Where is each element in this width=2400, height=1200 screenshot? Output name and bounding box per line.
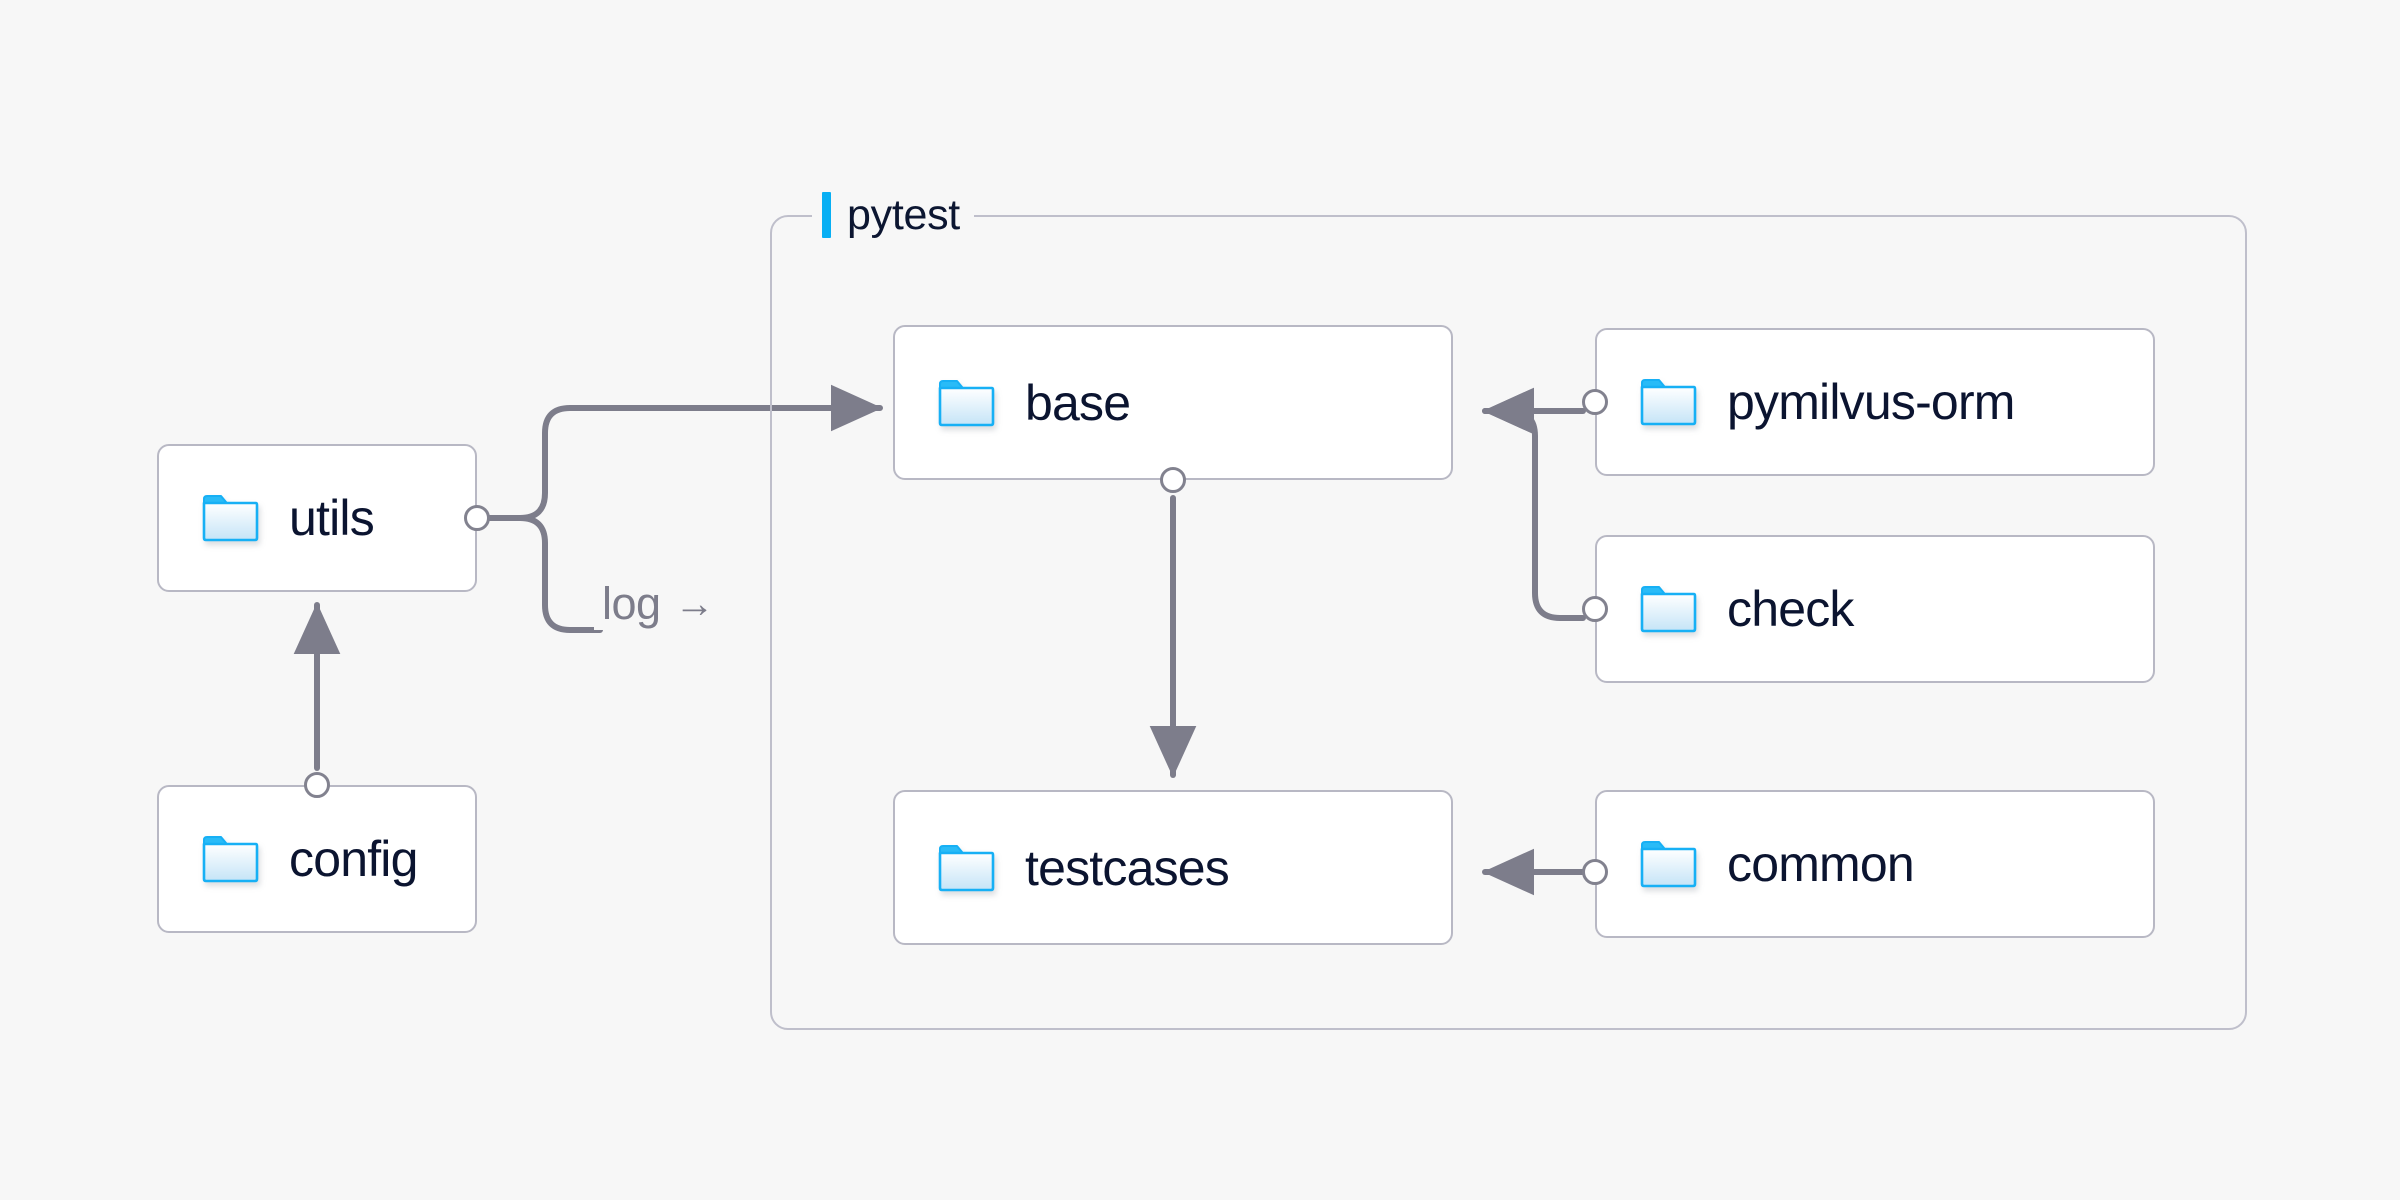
group-pytest[interactable] [770,215,2247,1030]
node-common-label: common [1727,836,1915,892]
node-check[interactable]: check [1595,535,2155,683]
edge-label-log[interactable]: log → [594,578,723,630]
port-check-left[interactable] [1582,596,1608,622]
folder-icon [1640,841,1697,888]
node-utils-label: utils [289,490,375,546]
node-config-label: config [289,831,418,887]
port-pymilvus-orm-left[interactable] [1582,389,1608,415]
node-testcases-label: testcases [1025,839,1230,896]
node-base-label: base [1025,374,1131,431]
port-base-bottom[interactable] [1160,467,1186,493]
port-config-top[interactable] [304,772,330,798]
node-config[interactable]: config [157,785,477,933]
group-pytest-label[interactable]: pytest [812,188,974,242]
port-common-left[interactable] [1582,859,1608,885]
node-check-label: check [1727,581,1854,637]
folder-icon [1640,379,1697,426]
group-accent-bar [822,192,831,238]
node-testcases[interactable]: testcases [893,790,1453,945]
node-pymilvus-orm-label: pymilvus-orm [1727,374,2015,430]
node-utils[interactable]: utils [157,444,477,592]
node-pymilvus-orm[interactable]: pymilvus-orm [1595,328,2155,476]
folder-icon [202,495,259,542]
node-base[interactable]: base [893,325,1453,480]
port-utils-right[interactable] [464,505,490,531]
folder-icon [1640,586,1697,633]
edge-label-log-text: log [602,578,661,629]
node-common[interactable]: common [1595,790,2155,938]
folder-icon [202,836,259,883]
group-pytest-label-text: pytest [847,190,960,239]
folder-icon [938,844,995,891]
folder-icon [938,379,995,426]
edge-utils-to-log [517,515,603,633]
edge-label-log-arrow-icon: → [674,582,715,626]
